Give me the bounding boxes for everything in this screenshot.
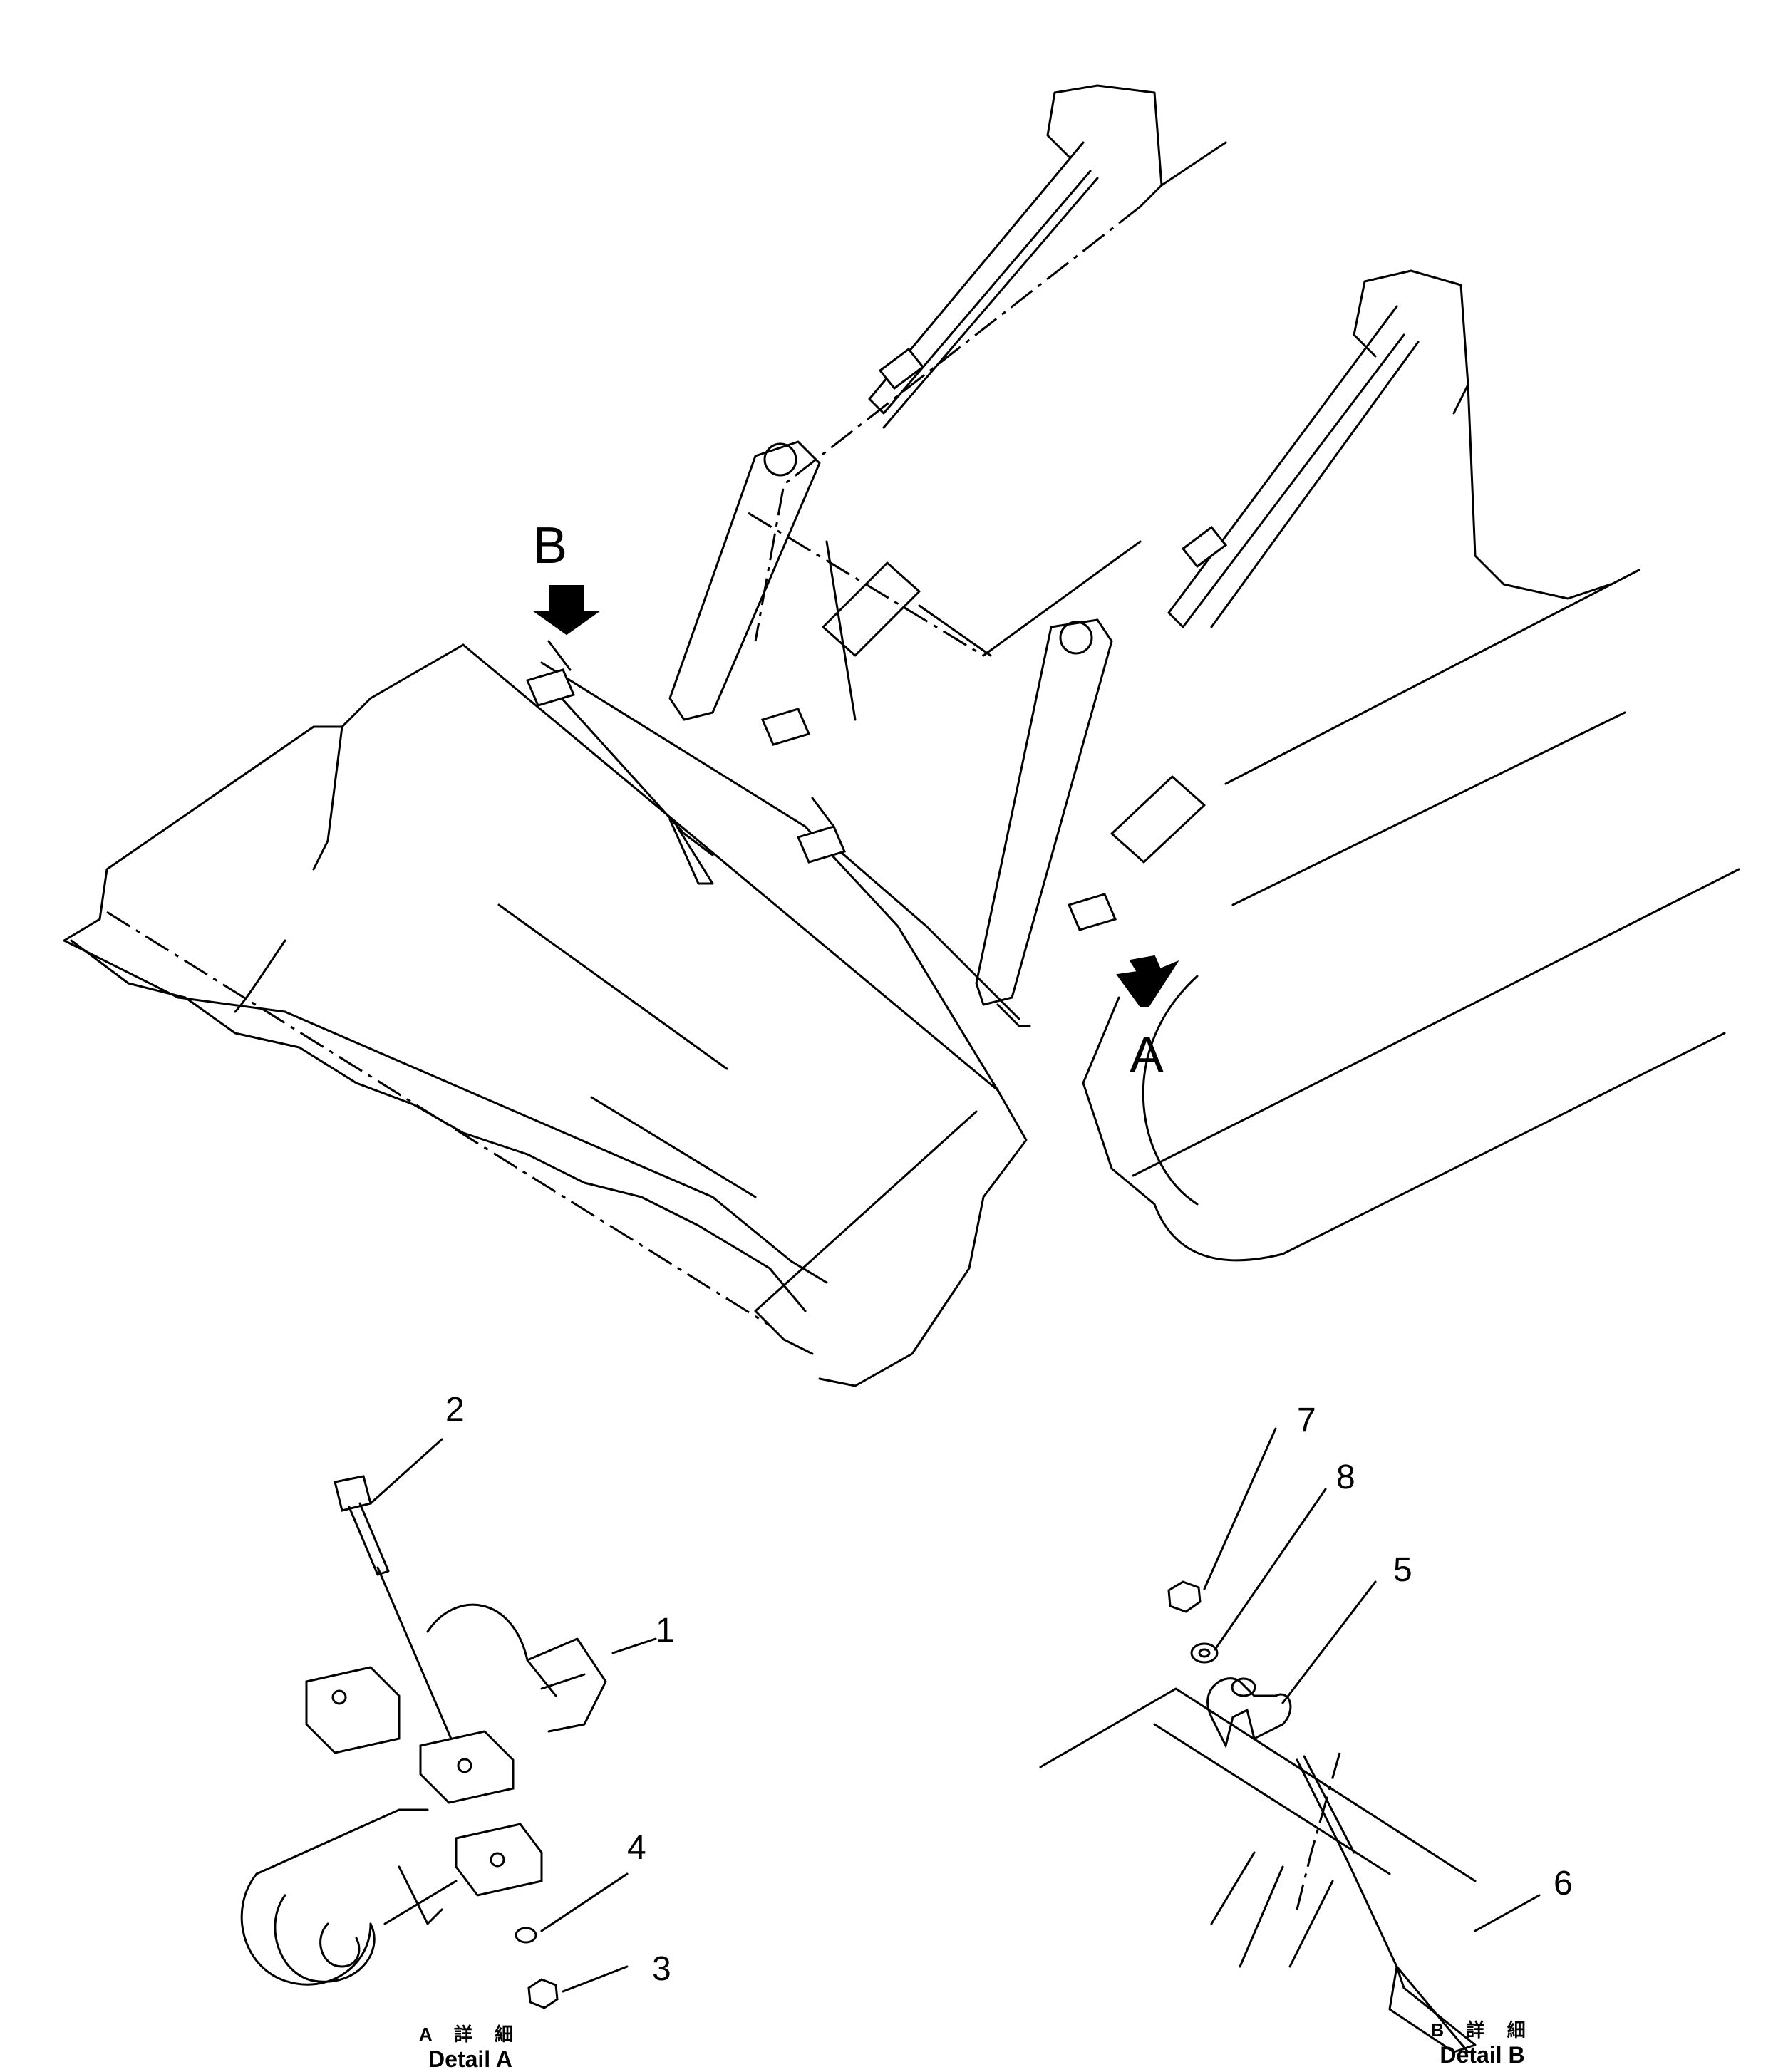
detail-b-caption-en: Detail B (1440, 2042, 1525, 2068)
leader-lines (369, 1427, 1541, 1993)
detail-a-drawing (240, 1475, 607, 2009)
loader-assembly (63, 84, 1740, 1387)
part-number-8: 8 (1336, 1459, 1355, 1496)
part-number-3: 3 (652, 1950, 671, 1988)
detail-a-caption-jp: A 詳 細 (418, 2024, 522, 2045)
part-number-7: 7 (1297, 1402, 1316, 1439)
part-number-2: 2 (445, 1391, 465, 1429)
part-number-4: 4 (627, 1829, 646, 1867)
part-number-6: 6 (1554, 1865, 1573, 1902)
view-arrow-a (1116, 955, 1179, 1007)
view-arrow-b (532, 585, 601, 636)
view-label-b: B (533, 517, 568, 574)
part-number-5: 5 (1393, 1551, 1412, 1589)
detail-a-caption-en: Detail A (428, 2046, 512, 2072)
part-number-1: 1 (656, 1612, 675, 1649)
view-label-a: A (1130, 1027, 1164, 1084)
detail-b-caption-jp: B 詳 細 (1430, 2019, 1534, 2041)
detail-b-drawing (1039, 1580, 1477, 2053)
